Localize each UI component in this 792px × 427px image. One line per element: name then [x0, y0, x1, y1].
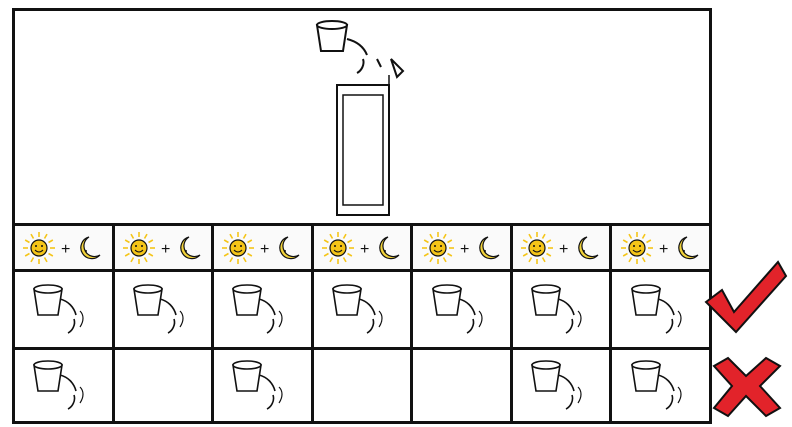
sun-icon — [621, 232, 653, 264]
day-cell: + — [314, 226, 414, 269]
pouring-cup-icon — [526, 357, 596, 415]
moon-icon — [280, 237, 299, 259]
hero-panel — [15, 11, 709, 226]
pouring-cup-icon — [227, 281, 297, 339]
moon-icon — [579, 237, 598, 259]
day-cell: + — [413, 226, 513, 269]
pouring-cup-icon — [227, 357, 297, 415]
plus-sign: + — [559, 241, 568, 258]
plus-sign: + — [161, 241, 170, 258]
plus-sign: + — [460, 241, 469, 258]
pouring-cup-icon — [427, 281, 497, 339]
sun-icon — [123, 232, 155, 264]
watered-cell — [413, 272, 513, 347]
pouring-cup-icon — [626, 357, 696, 415]
not-watered-cell — [214, 350, 314, 422]
sun-icon — [222, 232, 254, 264]
pouring-cup-icon — [28, 357, 98, 415]
moon-icon — [380, 237, 399, 259]
pouring-cup-icon — [128, 281, 198, 339]
pouring-cup-icon — [626, 281, 696, 339]
pour-into-glass-icon — [307, 15, 447, 225]
plus-sign: + — [61, 241, 70, 258]
watered-cell — [612, 272, 709, 347]
cross-mark-icon — [706, 352, 788, 422]
chart-board: + + — [12, 8, 712, 424]
not-watered-cell — [314, 350, 414, 422]
plus-sign: + — [659, 241, 668, 258]
watered-cell — [115, 272, 215, 347]
moon-icon — [479, 237, 498, 259]
watered-row — [15, 272, 709, 350]
check-mark-icon — [700, 256, 790, 336]
not-watered-row — [15, 350, 709, 422]
plus-sign: + — [260, 241, 269, 258]
not-watered-cell — [15, 350, 115, 422]
day-cell: + — [15, 226, 115, 269]
watered-cell — [15, 272, 115, 347]
sun-icon — [322, 232, 354, 264]
moon-icon — [679, 237, 698, 259]
tracking-grid: + + — [15, 226, 709, 422]
not-watered-cell — [513, 350, 613, 422]
not-watered-cell — [612, 350, 709, 422]
day-cell: + — [513, 226, 613, 269]
day-cell: + — [214, 226, 314, 269]
watered-cell — [314, 272, 414, 347]
sun-icon — [521, 232, 553, 264]
watered-cell — [214, 272, 314, 347]
not-watered-cell — [413, 350, 513, 422]
sun-icon — [23, 232, 55, 264]
pouring-cup-icon — [327, 281, 397, 339]
sun-icon — [422, 232, 454, 264]
not-watered-cell — [115, 350, 215, 422]
watered-cell — [513, 272, 613, 347]
moon-icon — [181, 237, 200, 259]
pouring-cup-icon — [28, 281, 98, 339]
moon-icon — [81, 237, 100, 259]
pouring-cup-icon — [526, 281, 596, 339]
plus-sign: + — [360, 241, 369, 258]
day-cell: + — [612, 226, 709, 269]
day-row: + + — [15, 226, 709, 272]
day-cell: + — [115, 226, 215, 269]
